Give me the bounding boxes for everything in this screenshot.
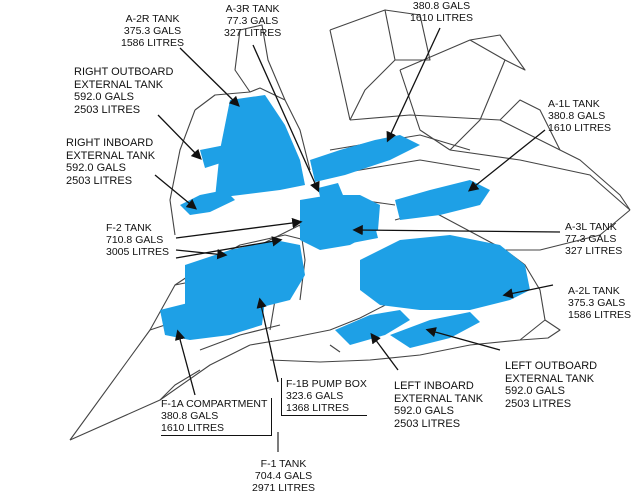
label-a3r-litres: 327 LITRES	[224, 27, 282, 39]
label-f2-name: F-2 TANK	[106, 222, 152, 234]
label-f1b-pump-box: F-1B PUMP BOX 323.6 GALS 1368 LITRES	[281, 378, 367, 416]
label-a2l-litres: 1586 LITRES	[568, 309, 632, 321]
tank-f1a-shape	[160, 295, 265, 340]
label-lob-gals: 592.0 GALS	[505, 385, 565, 397]
label-a1l-gals: 380.8 GALS	[548, 110, 606, 122]
label-a3l-tank: A-3L TANK 77.3 GALS 327 LITRES	[565, 221, 622, 257]
label-lib-name2: EXTERNAL TANK	[394, 392, 484, 405]
label-rib-litres: 2503 LITRES	[66, 174, 133, 187]
arrow-a2l	[502, 284, 554, 299]
label-a3l-name: A-3L TANK	[565, 221, 617, 233]
label-a3l-litres: 327 LITRES	[565, 245, 623, 257]
arrow-lib	[370, 332, 399, 371]
arrow-rob	[157, 114, 202, 160]
label-f1a-name: F-1A COMPARTMENT	[161, 398, 268, 410]
label-a2r-tank: A-2R TANK 375.3 GALS 1586 LITRES	[121, 13, 184, 49]
label-a2l-gals: 375.3 GALS	[568, 297, 626, 309]
arrow-rib	[154, 174, 198, 210]
arrow-a3l	[352, 224, 561, 236]
label-a1r-tank: 380.8 GALS 1610 LITRES	[410, 0, 473, 24]
label-a2l-name: A-2L TANK	[568, 285, 620, 297]
tank-a1l-shape	[395, 180, 490, 220]
label-lob-name: LEFT OUTBOARD	[505, 360, 598, 372]
tank-a2r-shape	[215, 95, 305, 198]
label-f1a-gals: 380.8 GALS	[161, 410, 219, 422]
label-f1b-gals: 323.6 GALS	[286, 390, 344, 402]
label-left-outboard-tank: LEFT OUTBOARD EXTERNAL TANK 592.0 GALS 2…	[505, 360, 597, 410]
label-a1l-tank: A-1L TANK 380.8 GALS 1610 LITRES	[548, 98, 611, 134]
label-a3l-gals: 77.3 GALS	[565, 233, 617, 245]
leader-arrows	[154, 27, 561, 396]
label-f1a-compartment: F-1A COMPARTMENT 380.8 GALS 1610 LITRES	[161, 398, 273, 436]
label-a2r-litres: 1586 LITRES	[121, 37, 185, 49]
label-a2r-gals: 375.3 GALS	[123, 25, 182, 37]
tank-shapes	[160, 95, 530, 348]
label-f1b-name: F-1B PUMP BOX	[286, 378, 367, 390]
label-f1-gals: 704.4 GALS	[254, 470, 313, 482]
label-f1-tank: F-1 TANK 704.4 GALS 2971 LITRES	[252, 458, 315, 494]
label-right-outboard-tank: RIGHT OUTBOARD EXTERNAL TANK 592.0 GALS …	[74, 66, 173, 116]
label-f2-litres: 3005 LITRES	[106, 246, 170, 258]
label-a3r-tank: A-3R TANK 77.3 GALS 327 LITRES	[224, 3, 281, 39]
label-rib-gals: 592.0 GALS	[66, 162, 126, 174]
label-rob-gals: 592.0 GALS	[74, 91, 134, 103]
label-rib-name: RIGHT INBOARD	[66, 137, 154, 149]
label-lib-litres: 2503 LITRES	[394, 417, 461, 430]
label-lib-gals: 592.0 GALS	[394, 405, 454, 417]
label-f2-gals: 710.8 GALS	[106, 234, 164, 246]
arrow-f1a	[175, 329, 196, 396]
label-lib-name: LEFT INBOARD	[394, 380, 474, 392]
label-a3r-gals: 77.3 GALS	[226, 15, 279, 27]
arrow-f2-c	[175, 236, 283, 259]
label-rib-name2: EXTERNAL TANK	[66, 149, 156, 162]
label-f2-tank: F-2 TANK 710.8 GALS 3005 LITRES	[106, 222, 169, 258]
label-f1b-litres: 1368 LITRES	[286, 402, 350, 414]
arrow-a1l	[467, 129, 546, 192]
tank-fwd-shape	[185, 240, 305, 315]
label-a1r-gals: 380.8 GALS	[412, 0, 471, 12]
tank-left-inboard-ext-shape	[335, 310, 410, 345]
label-rob-name: RIGHT OUTBOARD	[74, 66, 174, 78]
label-lob-litres: 2503 LITRES	[505, 397, 572, 410]
label-left-inboard-tank: LEFT INBOARD EXTERNAL TANK 592.0 GALS 25…	[394, 380, 483, 430]
arrow-a1r	[386, 27, 441, 143]
label-a3r-name: A-3R TANK	[225, 3, 280, 15]
arrow-a2r	[179, 47, 240, 107]
label-a1r-litres: 1610 LITRES	[410, 12, 474, 24]
label-f1-name: F-1 TANK	[260, 458, 307, 470]
label-a2r-name: A-2R TANK	[125, 13, 180, 25]
airframe-outline	[69, 9, 631, 441]
label-rob-name2: EXTERNAL TANK	[74, 78, 164, 91]
label-rob-litres: 2503 LITRES	[74, 103, 141, 116]
arrow-lob	[425, 327, 501, 351]
label-a2l-tank: A-2L TANK 375.3 GALS 1586 LITRES	[568, 285, 631, 321]
tank-right-outboard-ext-shape	[200, 145, 230, 168]
label-right-inboard-tank: RIGHT INBOARD EXTERNAL TANK 592.0 GALS 2…	[66, 137, 155, 187]
label-a1l-name: A-1L TANK	[548, 98, 600, 110]
arrow-f1b	[256, 297, 279, 383]
label-a1l-litres: 1610 LITRES	[548, 122, 612, 134]
arrow-a3r	[252, 44, 320, 193]
label-f1a-litres: 1610 LITRES	[161, 422, 225, 434]
tank-a3r-shape	[318, 183, 345, 205]
label-lob-name2: EXTERNAL TANK	[505, 372, 595, 385]
arrow-f2-b	[175, 249, 228, 260]
tank-a1r-shape	[310, 135, 420, 182]
tank-a2l-shape	[360, 235, 530, 310]
arrow-f2-a	[175, 217, 303, 239]
label-f1-litres: 2971 LITRES	[252, 482, 316, 494]
